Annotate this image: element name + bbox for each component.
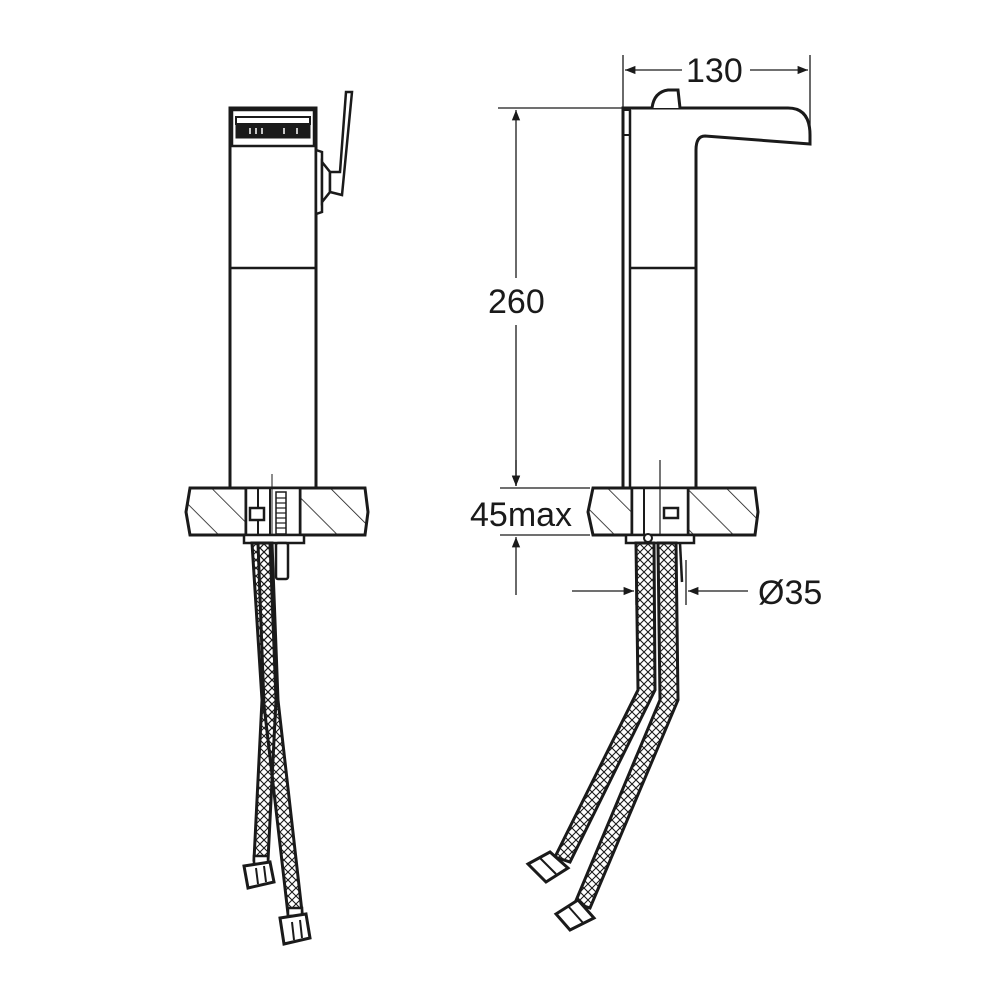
- lever-knob[interactable]: [650, 88, 682, 109]
- hose-nut-1: [525, 850, 571, 884]
- lever-base: [314, 148, 324, 216]
- counter-left: [586, 486, 634, 537]
- dimension-260: 260: [488, 283, 545, 321]
- hose-nut-2: [278, 906, 312, 946]
- counter-right: [298, 486, 370, 537]
- tap-body: [228, 106, 318, 490]
- hose-nut-2: [553, 898, 597, 932]
- hose-nut-1: [242, 854, 276, 890]
- hose-2: [572, 541, 680, 910]
- hose-1: [552, 541, 657, 864]
- lever-handle[interactable]: [328, 90, 354, 197]
- mounting-plate: [242, 533, 306, 545]
- threaded-rod: [274, 541, 290, 581]
- side-view: [525, 88, 812, 932]
- dimension-45max: 45max: [470, 496, 572, 534]
- front-view: [184, 90, 370, 946]
- dimension-diameter-35: Ø35: [758, 574, 822, 612]
- counter-right: [686, 486, 760, 537]
- dimension-lines: [498, 55, 811, 605]
- counter-left: [184, 486, 248, 537]
- dimension-130: 130: [686, 52, 743, 90]
- spout-body: [621, 106, 812, 490]
